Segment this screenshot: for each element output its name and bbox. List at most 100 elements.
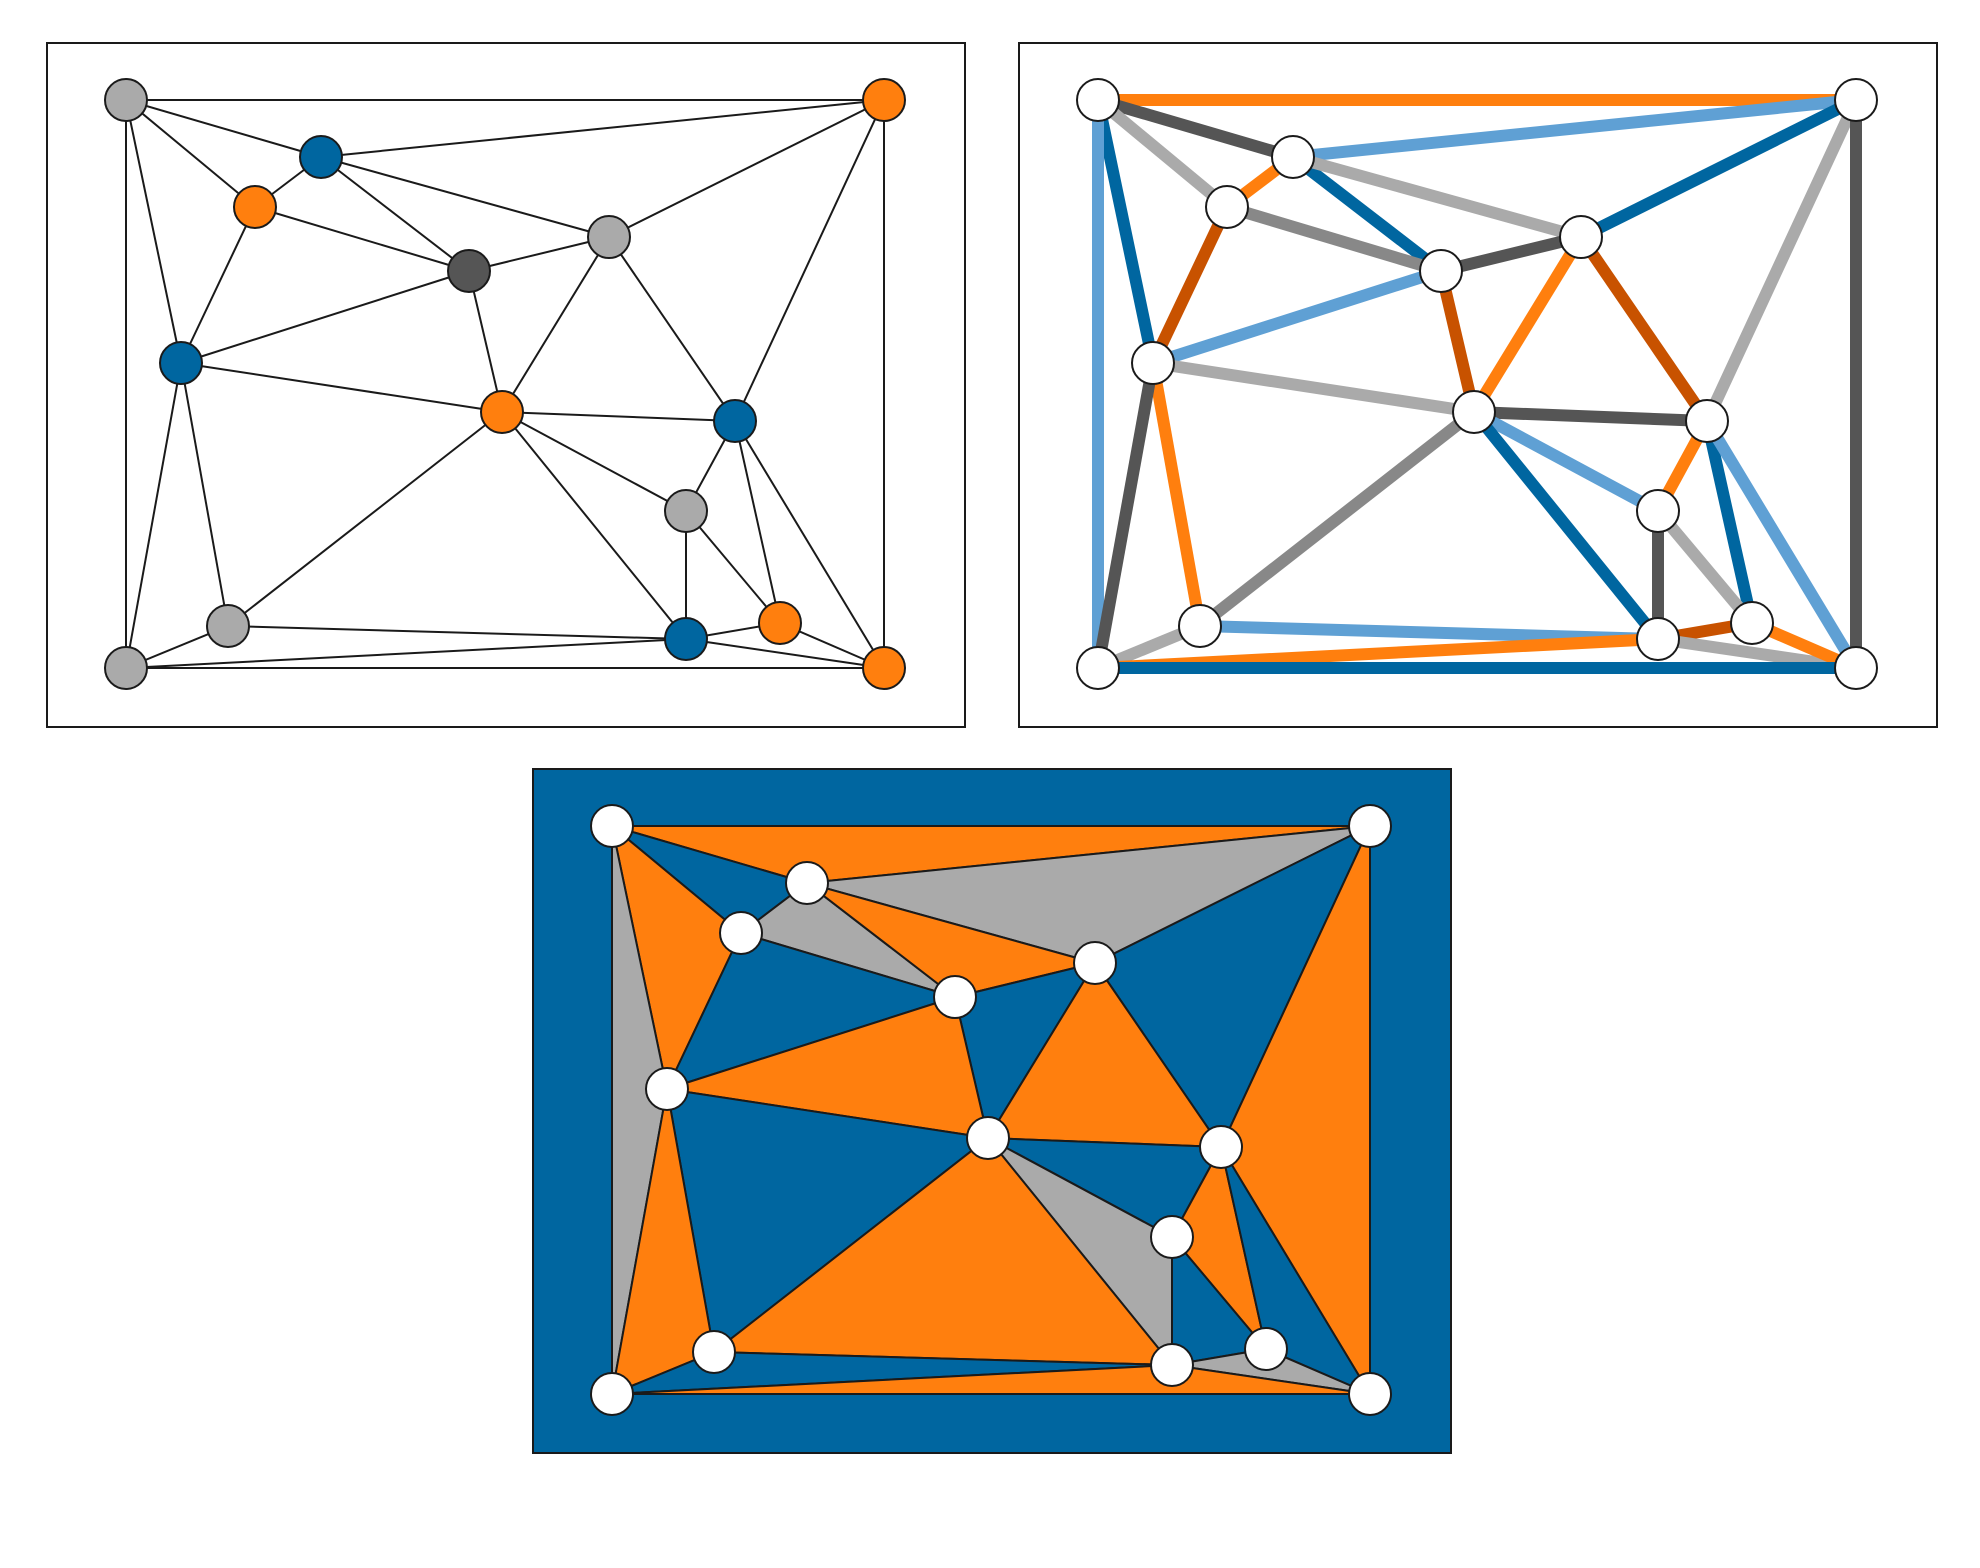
vertex-v0 — [1076, 78, 1120, 122]
edge-v1-v2 — [1292, 94, 1857, 163]
edge-v2-v5 — [320, 156, 610, 238]
edge-coloring-panel — [1018, 42, 1938, 728]
edge-v3-v6 — [180, 206, 256, 364]
vertex-v11 — [1150, 1343, 1194, 1387]
edge-v4-v7 — [468, 270, 503, 413]
vertex-v0 — [590, 804, 634, 848]
edge-v6-v14 — [1092, 361, 1159, 670]
edge-v2-v4 — [1289, 152, 1445, 276]
vertex-v15 — [862, 646, 906, 690]
edge-v5-v7 — [501, 236, 610, 413]
edge-v6-v7 — [1152, 357, 1475, 418]
vertex-v12 — [758, 601, 802, 645]
vertex-v1 — [1348, 804, 1392, 848]
vertex-v10 — [692, 1330, 736, 1374]
edge-v0-v6 — [125, 99, 182, 364]
vertex-v11 — [1636, 617, 1680, 661]
vertex-v9 — [1150, 1215, 1194, 1259]
vertex-v10 — [1178, 604, 1222, 648]
vertex-v11 — [664, 617, 708, 661]
vertex-v14 — [1076, 646, 1120, 690]
panel-frame — [46, 42, 966, 728]
edge-v8-v12 — [734, 420, 781, 624]
edge-v4-v6 — [1151, 265, 1443, 369]
vertex-v8 — [713, 399, 757, 443]
vertex-v15 — [1834, 646, 1878, 690]
edge-v9-v12 — [685, 510, 781, 624]
vertex-v9 — [664, 489, 708, 533]
edge-v7-v11 — [501, 411, 687, 640]
vertex-v7 — [480, 390, 524, 434]
vertex-v4 — [1419, 249, 1463, 293]
edge-v7-v8 — [501, 411, 736, 422]
edge-v7-v9 — [1471, 406, 1661, 517]
edge-v1-v8 — [1701, 97, 1862, 424]
vertex-v2 — [785, 861, 829, 905]
vertex-v3 — [719, 911, 763, 955]
edge-v7-v9 — [501, 411, 687, 512]
vertex-v2 — [1271, 135, 1315, 179]
edge-v8-v15 — [734, 420, 885, 669]
edge-v5-v8 — [1576, 233, 1712, 425]
edge-v4-v6 — [180, 270, 470, 364]
vertex-v8 — [1685, 399, 1729, 443]
vertex-v12 — [1244, 1327, 1288, 1371]
vertex-v7 — [1452, 390, 1496, 434]
edge-v6-v10 — [180, 362, 229, 627]
edge-v4-v5 — [468, 236, 610, 272]
edge-v0-v3 — [125, 99, 256, 208]
vertex-v1 — [862, 78, 906, 122]
vertex-v4 — [933, 975, 977, 1019]
vertex-coloring-diagram — [46, 42, 966, 728]
edge-v3-v4 — [1225, 201, 1443, 277]
edge-v0-v6 — [1092, 98, 1159, 365]
vertex-v5 — [1073, 941, 1117, 985]
edge-v4-v7 — [1435, 269, 1480, 414]
edge-v1-v5 — [608, 99, 885, 238]
edge-v11-v15 — [685, 638, 885, 669]
vertex-v6 — [645, 1067, 689, 1111]
vertex-v0 — [104, 78, 148, 122]
edge-v0-v2 — [125, 99, 322, 158]
edge-v4-v5 — [1439, 231, 1583, 277]
vertex-v3 — [1205, 185, 1249, 229]
edge-v6-v7 — [180, 362, 503, 413]
vertex-v5 — [587, 215, 631, 259]
edge-v1-v8 — [734, 99, 885, 422]
vertex-v8 — [1199, 1125, 1243, 1169]
edge-coloring-diagram — [1018, 42, 1938, 728]
edge-v8-v15 — [1701, 417, 1862, 672]
vertex-v9 — [1636, 489, 1680, 533]
edge-v5-v8 — [608, 236, 736, 422]
edge-v2-v5 — [1291, 151, 1583, 243]
edge-v7-v11 — [1469, 408, 1663, 643]
vertex-v1 — [1834, 78, 1878, 122]
vertex-v14 — [104, 646, 148, 690]
vertex-v10 — [206, 604, 250, 648]
edge-v9-v12 — [1653, 507, 1757, 627]
face-coloring-panel — [532, 768, 1452, 1454]
edge-v1-v5 — [1578, 94, 1859, 243]
edge-v6-v14 — [125, 362, 182, 669]
vertex-v15 — [1348, 1372, 1392, 1416]
vertex-coloring-panel — [46, 42, 966, 728]
edge-v3-v4 — [254, 206, 470, 272]
face-coloring-diagram — [532, 768, 1452, 1454]
vertex-v3 — [233, 185, 277, 229]
edge-v8-v12 — [1701, 419, 1758, 625]
edge-v5-v7 — [1468, 233, 1587, 416]
edge-v10-v11 — [1199, 620, 1659, 645]
edge-v0-v2 — [1096, 94, 1295, 163]
vertex-v6 — [1131, 341, 1175, 385]
vertex-v14 — [590, 1372, 634, 1416]
vertex-v2 — [299, 135, 343, 179]
vertex-v12 — [1730, 601, 1774, 645]
edge-v11-v14 — [125, 638, 687, 669]
vertex-v5 — [1559, 215, 1603, 259]
edge-v1-v2 — [320, 99, 885, 158]
edge-v2-v4 — [320, 156, 470, 272]
edge-v7-v10 — [1196, 407, 1478, 631]
edge-v7-v8 — [1473, 406, 1708, 427]
edge-v3-v6 — [1147, 204, 1233, 366]
vertex-v4 — [447, 249, 491, 293]
